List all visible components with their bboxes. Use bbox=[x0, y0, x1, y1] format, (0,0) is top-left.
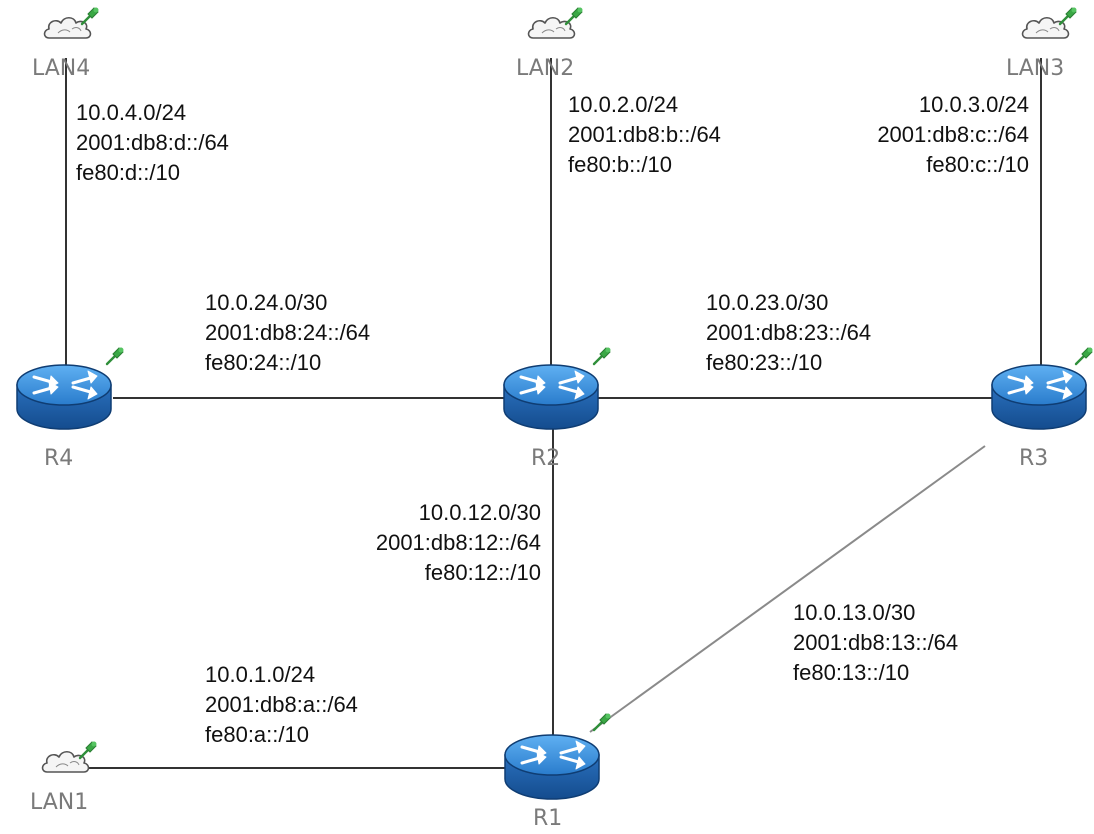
green-pin-icon bbox=[592, 346, 612, 366]
link-local-prefix: fe80:b::/10 bbox=[568, 152, 672, 177]
lan1-label: LAN1 bbox=[30, 790, 89, 815]
green-pin-icon bbox=[80, 6, 100, 26]
link-lan2-r2-addresses: 10.0.2.0/24 2001:db8:b::/64 fe80:b::/10 bbox=[568, 90, 721, 180]
lan3-label: LAN3 bbox=[1006, 56, 1065, 81]
link-local-prefix: fe80:d::/10 bbox=[76, 160, 180, 185]
green-pin-icon bbox=[1058, 6, 1078, 26]
ipv4-subnet: 10.0.13.0/30 bbox=[793, 600, 916, 625]
link-lan1-r1-addresses: 10.0.1.0/24 2001:db8:a::/64 fe80:a::/10 bbox=[205, 660, 358, 750]
link-local-prefix: fe80:13::/10 bbox=[793, 660, 910, 685]
lan4-label: LAN4 bbox=[32, 56, 91, 81]
ipv4-subnet: 10.0.3.0/24 bbox=[918, 92, 1029, 117]
link-lan4-r4-addresses: 10.0.4.0/24 2001:db8:d::/64 fe80:d::/10 bbox=[76, 98, 229, 188]
link-r3-r1 bbox=[589, 445, 986, 733]
green-pin-icon bbox=[78, 740, 98, 760]
link-local-prefix: fe80:23::/10 bbox=[706, 350, 823, 375]
r3-label: R3 bbox=[1019, 446, 1049, 471]
r2-label: R2 bbox=[531, 446, 561, 471]
lan2-label: LAN2 bbox=[516, 56, 575, 81]
green-pin-icon bbox=[592, 712, 612, 732]
ipv4-subnet: 10.0.4.0/24 bbox=[76, 100, 187, 125]
link-local-prefix: fe80:24::/10 bbox=[205, 350, 322, 375]
link-local-prefix: fe80:12::/10 bbox=[424, 560, 541, 585]
green-pin-icon bbox=[1074, 346, 1094, 366]
link-local-prefix: fe80:a::/10 bbox=[205, 722, 309, 747]
ipv6-prefix: 2001:db8:c::/64 bbox=[877, 122, 1029, 147]
ipv4-subnet: 10.0.2.0/24 bbox=[568, 92, 679, 117]
link-lan3-r3-addresses: 10.0.3.0/24 2001:db8:c::/64 fe80:c::/10 bbox=[877, 90, 1029, 180]
r1-router-icon[interactable] bbox=[503, 733, 601, 801]
r4-router-icon[interactable] bbox=[15, 363, 113, 431]
ipv4-subnet: 10.0.24.0/30 bbox=[205, 290, 328, 315]
ipv6-prefix: 2001:db8:12::/64 bbox=[375, 530, 541, 555]
link-local-prefix: fe80:c::/10 bbox=[926, 152, 1029, 177]
link-r3-r1-addresses: 10.0.13.0/30 2001:db8:13::/64 fe80:13::/… bbox=[793, 598, 958, 688]
link-r2-r3-addresses: 10.0.23.0/30 2001:db8:23::/64 fe80:23::/… bbox=[706, 288, 871, 378]
ipv4-subnet: 10.0.1.0/24 bbox=[205, 662, 316, 687]
green-pin-icon bbox=[564, 6, 584, 26]
link-r4-r2-addresses: 10.0.24.0/30 2001:db8:24::/64 fe80:24::/… bbox=[205, 288, 370, 378]
ipv6-prefix: 2001:db8:b::/64 bbox=[568, 122, 721, 147]
ipv4-subnet: 10.0.12.0/30 bbox=[418, 500, 541, 525]
r4-label: R4 bbox=[44, 446, 74, 471]
r3-router-icon[interactable] bbox=[990, 363, 1088, 431]
ipv4-subnet: 10.0.23.0/30 bbox=[706, 290, 829, 315]
r2-router-icon[interactable] bbox=[502, 363, 600, 431]
green-pin-icon bbox=[105, 346, 125, 366]
links bbox=[65, 58, 1042, 769]
ipv6-prefix: 2001:db8:d::/64 bbox=[76, 130, 229, 155]
ipv6-prefix: 2001:db8:a::/64 bbox=[205, 692, 358, 717]
ipv6-prefix: 2001:db8:23::/64 bbox=[706, 320, 872, 345]
ipv6-prefix: 2001:db8:13::/64 bbox=[793, 630, 959, 655]
link-r2-r1-addresses: 10.0.12.0/30 2001:db8:12::/64 fe80:12::/… bbox=[376, 498, 541, 588]
r1-label: R1 bbox=[533, 806, 563, 831]
ipv6-prefix: 2001:db8:24::/64 bbox=[205, 320, 371, 345]
